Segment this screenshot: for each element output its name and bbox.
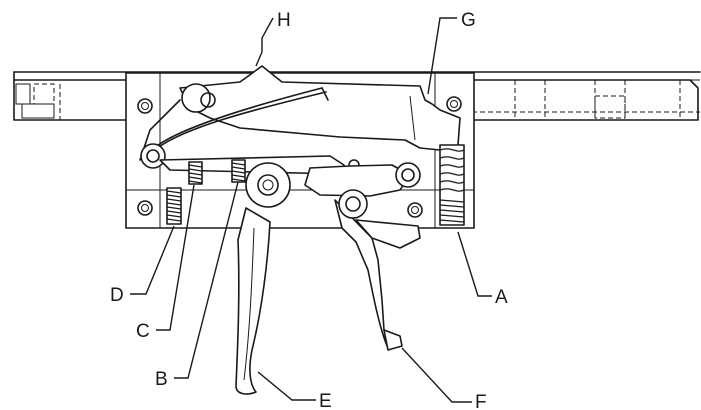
label-d: D [110,285,124,306]
label-h: H [277,10,291,31]
spring-c [189,162,202,184]
pivot-pin-left [141,144,165,168]
spring-d [167,188,181,224]
spring-a [440,145,464,225]
label-b: B [155,369,168,390]
label-e: E [319,391,332,410]
label-c: C [136,321,150,342]
label-g: G [461,10,476,31]
label-a: A [495,287,508,308]
spring-b [232,160,245,182]
label-f: F [475,392,487,410]
